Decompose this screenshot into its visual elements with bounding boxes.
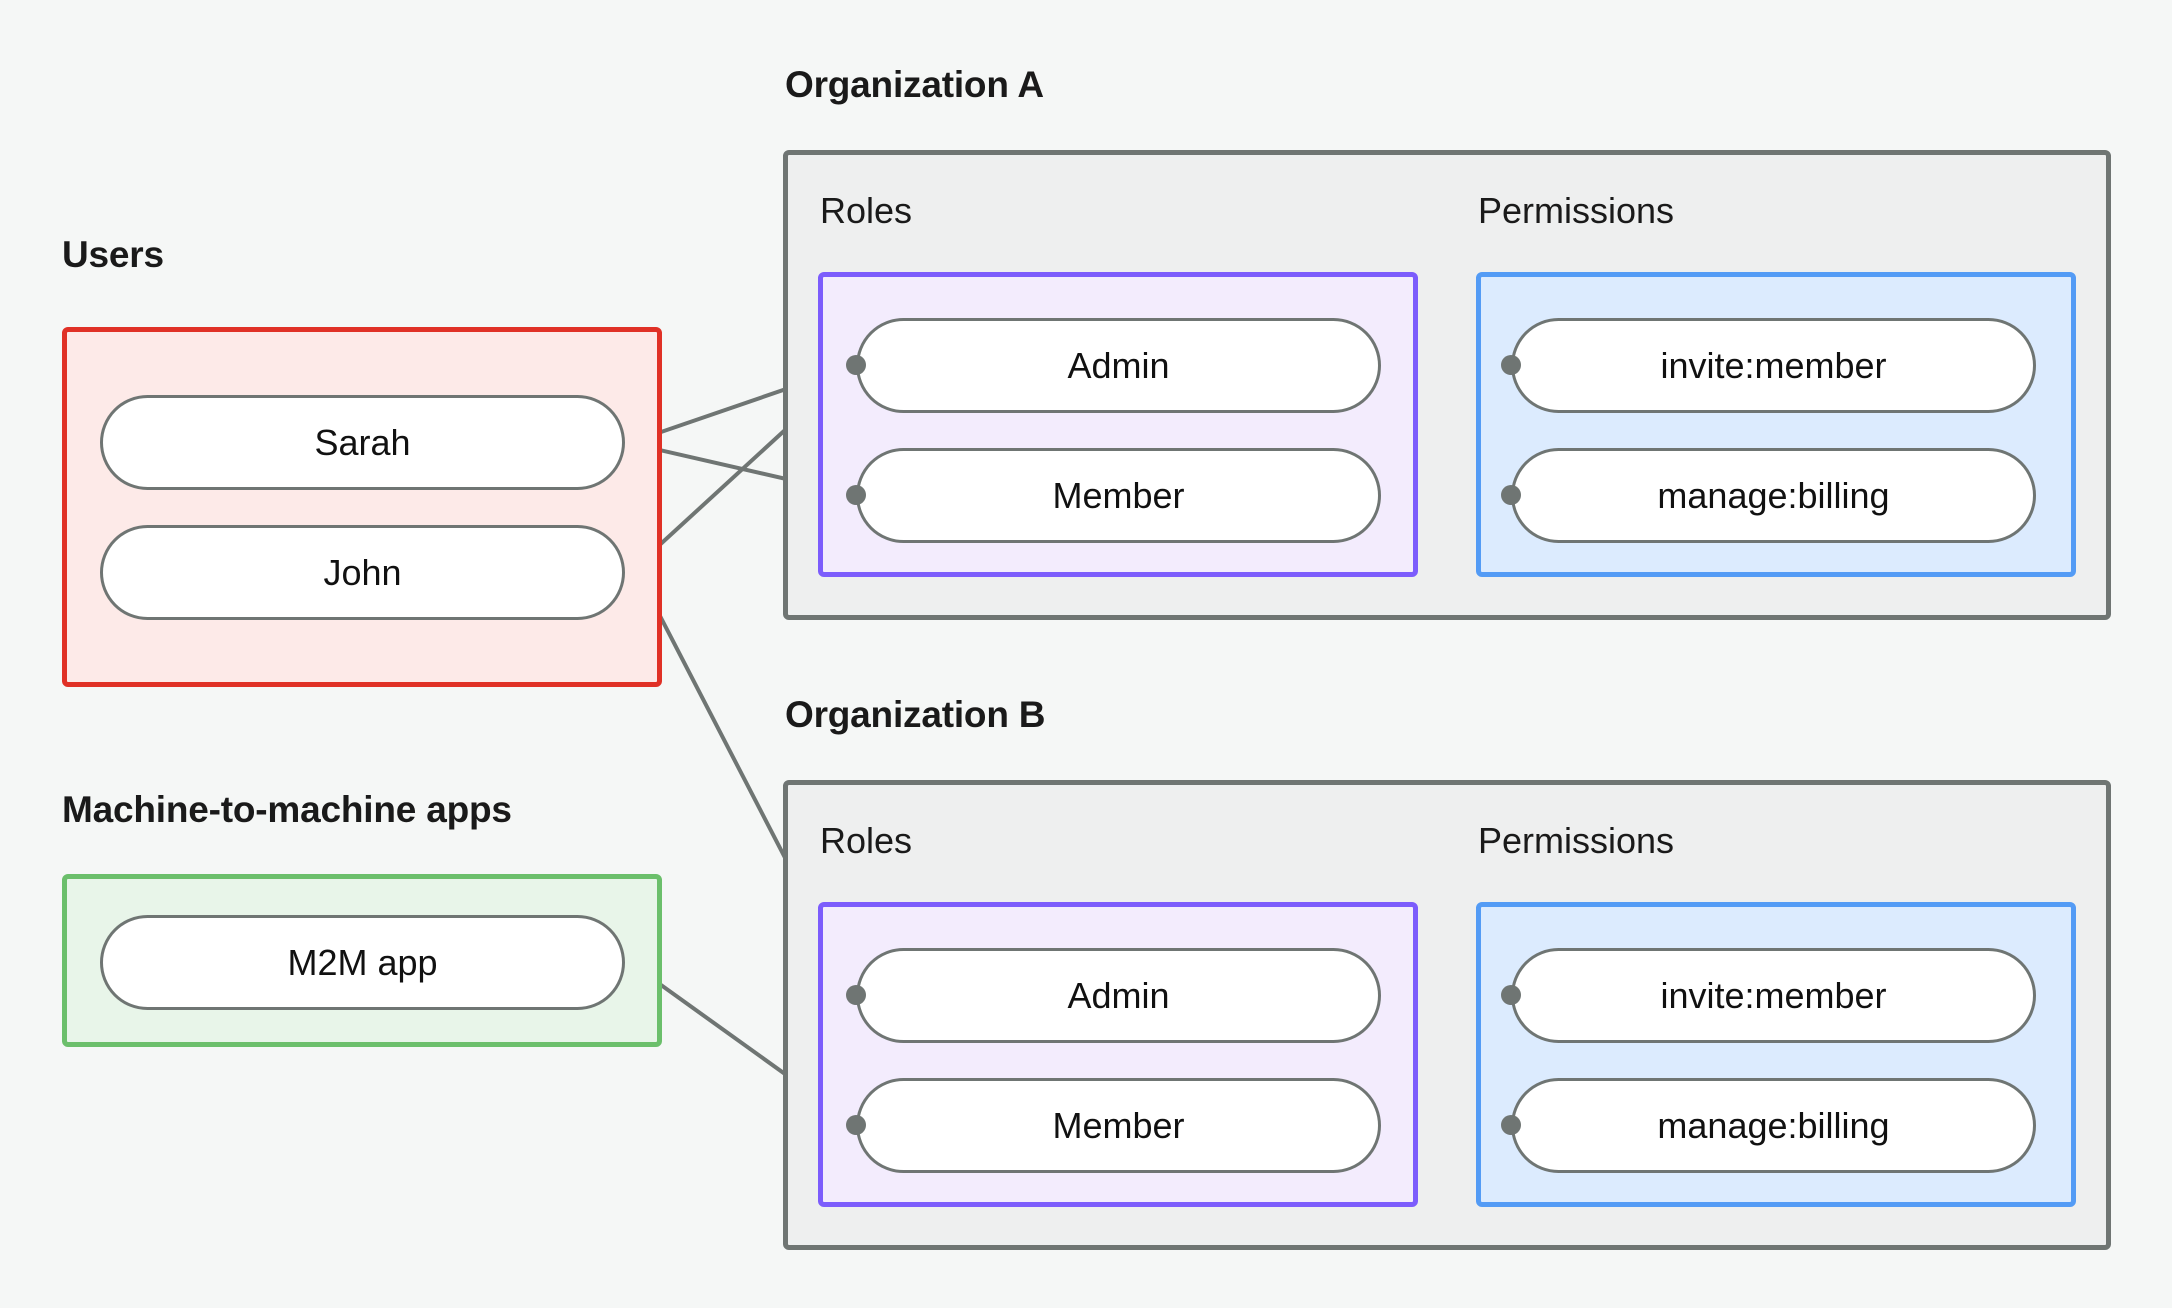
node-m2m-app[interactable]: M2M app bbox=[100, 915, 625, 1010]
node-orgB-role-member[interactable]: Member bbox=[856, 1078, 1381, 1173]
users-group-box bbox=[62, 327, 662, 687]
organization-b-permissions-title: Permissions bbox=[1478, 820, 1675, 861]
node-orgA-role-member[interactable]: Member bbox=[856, 448, 1381, 543]
node-orgA-perm-invite-member[interactable]: invite:member bbox=[1511, 318, 2036, 413]
connector-dot bbox=[1501, 485, 1521, 505]
connector-dot bbox=[1501, 985, 1521, 1005]
users-group-title: Users bbox=[62, 234, 164, 275]
organization-b-roles-title: Roles bbox=[820, 820, 913, 861]
node-user-sarah[interactable]: Sarah bbox=[100, 395, 625, 490]
connector-dot bbox=[1501, 1115, 1521, 1135]
node-orgB-perm-invite-member[interactable]: invite:member bbox=[1511, 948, 2036, 1043]
connector-dot bbox=[846, 355, 866, 375]
connector-dot bbox=[846, 485, 866, 505]
node-orgA-perm-manage-billing[interactable]: manage:billing bbox=[1511, 448, 2036, 543]
organization-a-roles-title: Roles bbox=[820, 190, 913, 231]
connector-dot bbox=[846, 1115, 866, 1135]
connector-dot bbox=[1501, 355, 1521, 375]
node-orgB-role-admin[interactable]: Admin bbox=[856, 948, 1381, 1043]
node-user-john[interactable]: John bbox=[100, 525, 625, 620]
organization-b-title: Organization B bbox=[785, 694, 1046, 735]
organization-a-permissions-title: Permissions bbox=[1478, 190, 1675, 231]
node-orgA-role-admin[interactable]: Admin bbox=[856, 318, 1381, 413]
m2m-group-title: Machine-to-machine apps bbox=[62, 789, 512, 830]
organization-a-title: Organization A bbox=[785, 64, 1044, 105]
connector-dot bbox=[846, 985, 866, 1005]
node-orgB-perm-manage-billing[interactable]: manage:billing bbox=[1511, 1078, 2036, 1173]
